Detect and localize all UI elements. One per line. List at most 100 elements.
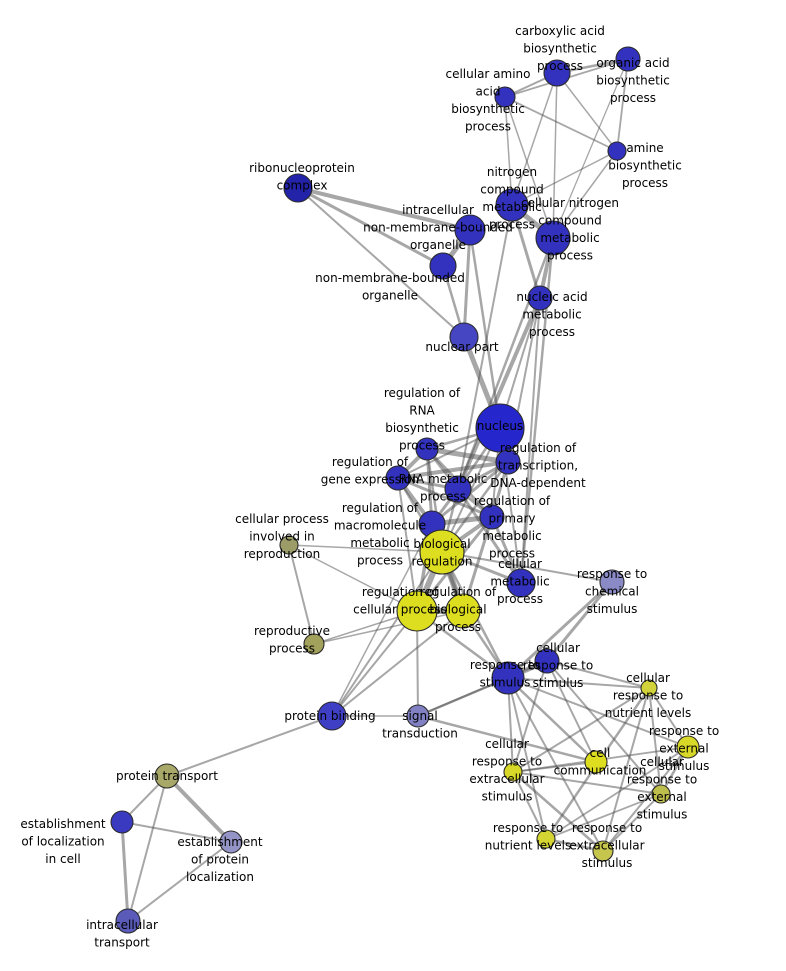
node-ribonucleoprotein-complex[interactable]	[283, 173, 313, 203]
node-cellular-process-involved-in-reproduction[interactable]	[279, 535, 299, 555]
node-regulation-of-biological-process[interactable]	[445, 593, 481, 629]
node-cellular-metabolic-process[interactable]	[506, 568, 536, 598]
node-signal-transduction[interactable]	[406, 704, 430, 728]
edge-cellular-process-involved-in-reproduction--reproductive-process[interactable]	[288, 544, 315, 645]
node-establishment-of-protein-localization[interactable]	[219, 830, 243, 854]
edge-cellular-process-involved-in-reproduction--biological-regulation[interactable]	[288, 544, 443, 553]
node-cellular-response-to-stimulus[interactable]	[534, 648, 560, 674]
edge-ribonucleoprotein-complex--non-membrane-bounded-organelle[interactable]	[296, 186, 445, 268]
edge-amine-biosynthetic-process--nitrogen-compound-metabolic-process[interactable]	[511, 150, 618, 206]
edge-nitrogen-compound-metabolic-process--rna-metabolic-process[interactable]	[457, 204, 513, 490]
node-non-membrane-bounded-organelle[interactable]	[429, 252, 457, 280]
edge-amine-biosynthetic-process--cellular-nitrogen-compound-metabolic-process[interactable]	[552, 150, 618, 239]
edge-protein-transport--establishment-of-protein-localization[interactable]	[165, 774, 233, 844]
edge-cellular-amino-acid-biosynthetic-process--amine-biosynthetic-process[interactable]	[504, 96, 618, 152]
node-cellular-amino-acid-biosynthetic-process[interactable]	[494, 86, 516, 108]
edge-intracellular-non-membrane-bounded-organelle--nuclear-part[interactable]	[462, 228, 472, 339]
edge-cellular-amino-acid-biosynthetic-process--nitrogen-compound-metabolic-process[interactable]	[504, 96, 513, 206]
edge-ribonucleoprotein-complex--nuclear-part[interactable]	[297, 187, 465, 338]
edge-regulation-of-gene-expression--regulation-of-cellular-process[interactable]	[397, 477, 418, 612]
edge-cellular-amino-acid-biosynthetic-process--cellular-nitrogen-compound-metabolic-process[interactable]	[504, 96, 554, 239]
node-cellular-response-to-external-stimulus[interactable]	[651, 784, 671, 804]
node-regulation-of-rna-biosynthetic-process[interactable]	[415, 437, 439, 461]
node-protein-transport[interactable]	[154, 763, 180, 789]
edge-cellular-response-to-extracellular-stimulus--response-to-extracellular-stimulus[interactable]	[511, 770, 605, 853]
edge-nucleic-acid-metabolic-process--cellular-metabolic-process[interactable]	[520, 297, 541, 584]
edge-cellular-response-to-nutrient-levels--response-to-extracellular-stimulus[interactable]	[602, 687, 650, 852]
edge-protein-binding--protein-transport[interactable]	[166, 715, 333, 777]
edge-protein-transport--intracellular-transport[interactable]	[127, 775, 168, 922]
edge-cellular-response-to-extracellular-stimulus--response-to-nutrient-levels[interactable]	[512, 771, 547, 840]
node-cellular-response-to-nutrient-levels[interactable]	[640, 679, 658, 697]
edge-protein-binding--regulation-of-macromolecule-metabolic-process[interactable]	[331, 523, 433, 717]
node-reproductive-process[interactable]	[303, 633, 325, 655]
node-response-to-extracellular-stimulus[interactable]	[592, 840, 614, 862]
edge-cellular-response-to-stimulus--cellular-response-to-nutrient-levels[interactable]	[546, 660, 650, 689]
edge-cellular-response-to-stimulus--cellular-response-to-external-stimulus[interactable]	[546, 660, 662, 795]
edge-response-to-stimulus--response-to-chemical-stimulus[interactable]	[506, 580, 614, 680]
edge-response-to-stimulus--response-to-external-stimulus[interactable]	[507, 677, 689, 748]
edge-establishment-of-protein-localization--intracellular-transport[interactable]	[127, 841, 232, 922]
node-regulation-of-primary-metabolic-process[interactable]	[479, 504, 505, 530]
edge-regulation-of-rna-biosynthetic-process--regulation-of-transcription-dna-dependent[interactable]	[424, 446, 511, 465]
node-nucleus[interactable]	[475, 403, 525, 453]
node-regulation-of-cellular-process[interactable]	[396, 590, 438, 632]
node-cell-communication[interactable]	[584, 750, 608, 774]
edge-organic-acid-biosynthetic-process--cellular-nitrogen-compound-metabolic-process[interactable]	[552, 58, 629, 239]
edge-reproductive-process--regulation-of-biological-process[interactable]	[313, 610, 464, 645]
node-nucleic-acid-metabolic-process[interactable]	[527, 285, 553, 311]
edge-cellular-response-to-extracellular-stimulus--cellular-response-to-external-stimulus[interactable]	[512, 771, 662, 795]
edge-response-to-external-stimulus--response-to-extracellular-stimulus[interactable]	[602, 746, 689, 852]
node-biological-regulation[interactable]	[419, 529, 465, 575]
node-nitrogen-compound-metabolic-process[interactable]	[495, 188, 529, 222]
edge-carboxylic-acid-biosynthetic-process--amine-biosynthetic-process[interactable]	[556, 72, 618, 152]
edge-establishment-of-localization-in-cell--intracellular-transport[interactable]	[120, 820, 130, 923]
node-protein-binding[interactable]	[317, 701, 347, 731]
node-intracellular-non-membrane-bounded-organelle[interactable]	[454, 214, 486, 246]
edge-response-to-nutrient-levels--cellular-response-to-external-stimulus[interactable]	[545, 793, 662, 840]
edge-organic-acid-biosynthetic-process--amine-biosynthetic-process[interactable]	[616, 58, 629, 152]
node-response-to-nutrient-levels[interactable]	[536, 829, 556, 849]
edge-cell-communication--cellular-response-to-extracellular-stimulus[interactable]	[512, 761, 597, 773]
edge-regulation-of-transcription-dna-dependent--regulation-of-gene-expression[interactable]	[396, 460, 510, 480]
node-response-to-chemical-stimulus[interactable]	[599, 569, 625, 595]
edge-protein-binding--regulation-of-cellular-process[interactable]	[331, 610, 418, 717]
edge-response-to-chemical-stimulus--biological-regulation[interactable]	[441, 551, 613, 583]
edge-establishment-of-localization-in-cell--establishment-of-protein-localization[interactable]	[121, 821, 232, 843]
edge-response-to-stimulus--cell-communication[interactable]	[506, 676, 598, 764]
edge-cellular-response-to-stimulus--cell-communication[interactable]	[546, 660, 597, 763]
node-intracellular-transport[interactable]	[115, 908, 141, 934]
edge-signal-transduction--cell-communication[interactable]	[416, 714, 598, 764]
node-regulation-of-transcription-dna-dependent[interactable]	[495, 449, 521, 475]
edge-protein-binding--biological-regulation[interactable]	[331, 551, 443, 717]
node-carboxylic-acid-biosynthetic-process[interactable]	[543, 59, 571, 87]
edge-cellular-response-to-nutrient-levels--cellular-response-to-external-stimulus[interactable]	[648, 687, 662, 795]
node-cellular-nitrogen-compound-metabolic-process[interactable]	[535, 220, 571, 256]
edge-protein-binding--regulation-of-biological-process[interactable]	[331, 610, 464, 717]
node-rna-metabolic-process[interactable]	[444, 475, 472, 503]
edge-cellular-response-to-stimulus--cellular-response-to-extracellular-stimulus[interactable]	[512, 660, 548, 773]
node-response-to-external-stimulus[interactable]	[676, 735, 700, 759]
edge-carboxylic-acid-biosynthetic-process--cellular-nitrogen-compound-metabolic-process[interactable]	[552, 72, 558, 239]
edge-regulation-of-gene-expression--regulation-of-primary-metabolic-process[interactable]	[396, 476, 494, 519]
node-regulation-of-gene-expression[interactable]	[385, 465, 411, 491]
node-amine-biosynthetic-process[interactable]	[607, 141, 627, 161]
node-response-to-stimulus[interactable]	[491, 661, 525, 695]
node-establishment-of-localization-in-cell[interactable]	[110, 810, 134, 834]
edge-cellular-response-to-nutrient-levels--cellular-response-to-extracellular-stimulus[interactable]	[512, 687, 650, 773]
node-cellular-response-to-extracellular-stimulus[interactable]	[503, 762, 523, 782]
edge-ribonucleoprotein-complex--intracellular-non-membrane-bounded-organelle[interactable]	[296, 186, 472, 232]
edge-rna-metabolic-process--cellular-metabolic-process[interactable]	[456, 487, 523, 585]
edge-intracellular-non-membrane-bounded-organelle--nucleus[interactable]	[468, 228, 502, 430]
node-organic-acid-biosynthetic-process[interactable]	[615, 46, 641, 72]
edge-cellular-response-to-nutrient-levels--response-to-external-stimulus[interactable]	[648, 687, 689, 748]
edge-response-to-stimulus--cellular-response-to-nutrient-levels[interactable]	[507, 677, 650, 689]
edge-response-to-stimulus--response-to-nutrient-levels[interactable]	[507, 677, 547, 840]
edge-cellular-process-involved-in-reproduction--regulation-of-cellular-process[interactable]	[288, 544, 418, 612]
edge-cellular-response-to-stimulus--response-to-chemical-stimulus[interactable]	[545, 580, 614, 663]
edge-carboxylic-acid-biosynthetic-process--nitrogen-compound-metabolic-process[interactable]	[511, 72, 558, 206]
edge-response-to-external-stimulus--response-to-nutrient-levels[interactable]	[545, 746, 689, 840]
edge-response-to-extracellular-stimulus--cellular-response-to-external-stimulus[interactable]	[602, 793, 662, 852]
